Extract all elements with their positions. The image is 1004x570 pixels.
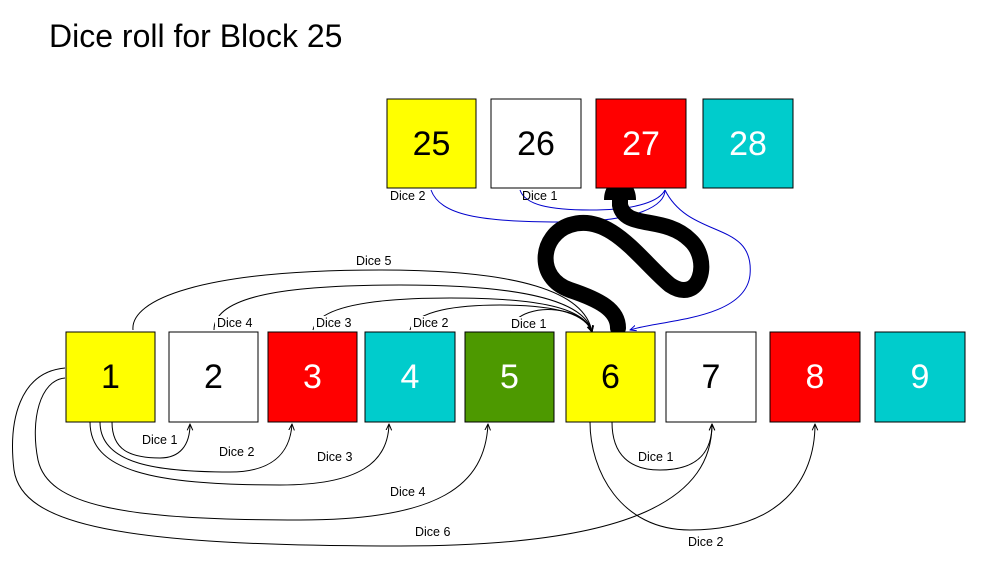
snake-body — [537, 184, 710, 336]
label-upper-dice4: Dice 4 — [217, 316, 252, 330]
block-25[interactable]: 25 — [386, 98, 477, 189]
block-8-box — [769, 331, 861, 423]
block-3[interactable]: 3 — [267, 331, 358, 423]
block-27-box — [595, 98, 687, 189]
block-1-number: 1 — [101, 358, 120, 396]
label-lower-6-7: Dice 1 — [638, 450, 673, 464]
block-4-box — [364, 331, 456, 423]
block-2[interactable]: 2 — [168, 331, 259, 423]
bottom-row: 1 2 3 4 5 6 7 8 — [65, 331, 966, 423]
block-26[interactable]: 26 — [490, 98, 582, 189]
label-lower-1-4: Dice 3 — [317, 450, 352, 464]
block-27-number: 27 — [622, 125, 660, 163]
block-6-box — [565, 331, 656, 423]
label-upper-dice3: Dice 3 — [316, 316, 351, 330]
block-9-number: 9 — [911, 358, 930, 396]
arrow-6-to-8-dice2[interactable] — [589, 421, 815, 531]
arrow-4-to-6-dice2[interactable] — [409, 304, 592, 332]
block-7-number: 7 — [702, 358, 721, 396]
block-4[interactable]: 4 — [364, 331, 456, 423]
block-4-number: 4 — [401, 358, 420, 396]
block-5-number: 5 — [500, 358, 519, 396]
top-row: 25 26 27 28 — [386, 98, 794, 189]
block-3-number: 3 — [303, 358, 322, 396]
arrow-2-to-6-dice4[interactable] — [213, 284, 592, 332]
block-28-box — [702, 98, 794, 189]
label-lower-1-3: Dice 2 — [219, 445, 254, 459]
block-9-box — [874, 331, 966, 423]
label-lower-6-8: Dice 2 — [688, 535, 723, 549]
block-7-box — [665, 331, 757, 423]
block-3-box — [267, 331, 358, 423]
block-6[interactable]: 6 — [565, 331, 656, 423]
block-28[interactable]: 28 — [702, 98, 794, 189]
label-upper-dice5: Dice 5 — [356, 254, 391, 268]
arrow-1-to-7-dice6[interactable] — [12, 367, 712, 547]
arrow-1-to-5-dice4[interactable] — [34, 377, 488, 521]
connector-26-to-6 — [519, 189, 666, 211]
block-8-number: 8 — [806, 358, 825, 396]
block-25-number: 25 — [413, 125, 451, 163]
block-9[interactable]: 9 — [874, 331, 966, 423]
label-lower-1-7: Dice 6 — [415, 525, 450, 539]
lower-arrows — [12, 367, 815, 547]
block-27[interactable]: 27 — [595, 98, 687, 189]
block-7[interactable]: 7 — [665, 331, 757, 423]
block-5-box — [464, 331, 555, 423]
edge-labels: Dice 5 Dice 4 Dice 3 Dice 2 Dice 1 Dice … — [140, 189, 730, 549]
arrow-1-to-3-dice2[interactable] — [99, 421, 292, 473]
block-1-box — [65, 331, 156, 423]
block-28-number: 28 — [729, 125, 767, 163]
label-lower-1-2: Dice 1 — [142, 433, 177, 447]
block-26-number: 26 — [517, 125, 555, 163]
label-top-25: Dice 2 — [390, 189, 425, 203]
block-2-number: 2 — [204, 358, 223, 396]
arrow-1-to-6-dice5[interactable] — [132, 269, 592, 332]
connector-27-to-6[interactable] — [630, 189, 751, 330]
arrow-1-to-4-dice3[interactable] — [89, 421, 389, 486]
block-25-box — [386, 98, 477, 189]
block-6-number: 6 — [601, 358, 620, 396]
label-upper-dice2: Dice 2 — [413, 316, 448, 330]
block-5[interactable]: 5 — [464, 331, 555, 423]
arrow-6-to-7-dice1[interactable] — [611, 421, 712, 471]
arrow-3-to-6-dice3[interactable] — [312, 297, 592, 332]
block-2-box — [168, 331, 259, 423]
arrow-1-to-2-dice1[interactable] — [111, 421, 190, 459]
block-8[interactable]: 8 — [769, 331, 861, 423]
block-26-box — [490, 98, 582, 189]
diagram-title: Dice roll for Block 25 — [49, 18, 343, 54]
label-top-26: Dice 1 — [522, 189, 557, 203]
block-1[interactable]: 1 — [65, 331, 156, 423]
label-lower-1-5: Dice 4 — [390, 485, 425, 499]
label-upper-dice1: Dice 1 — [511, 317, 546, 331]
